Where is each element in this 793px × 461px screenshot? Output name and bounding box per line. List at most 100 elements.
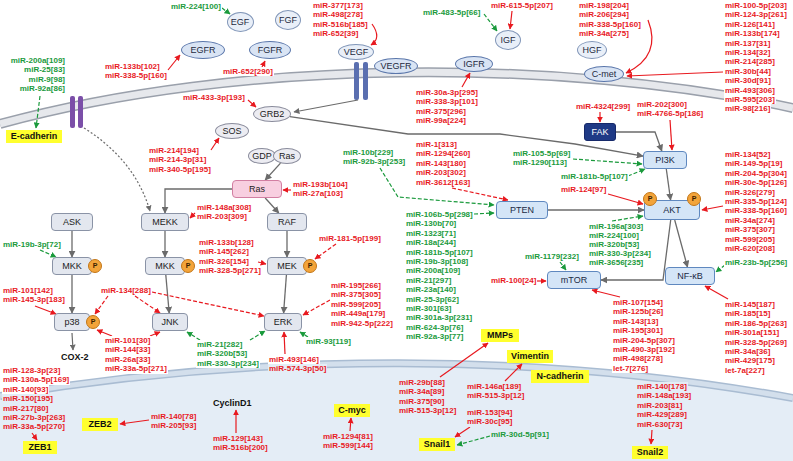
phospho-circle: P (88, 259, 102, 273)
mirna-label: miR-652[290] (222, 67, 274, 76)
mirna-label: miR-203[302] (415, 168, 467, 177)
mirna-label: miR-124-3p[261] (724, 10, 788, 19)
phospho-circle-text: P (91, 317, 96, 327)
receptor-oval: VEGFR (374, 58, 418, 74)
mirna-label: miR-126[141] (724, 20, 776, 29)
inhibition-arrow (592, 290, 620, 297)
mirna-label: miR-19b-3p[72] (2, 240, 62, 249)
mirna-label: miR-328-5p[269] (724, 338, 788, 347)
mirna-label: miR-1294[81] (322, 432, 374, 441)
phospho-circle: P (687, 192, 701, 206)
cell-membrane (0, 72, 793, 124)
ligand-circle: HGF (577, 41, 607, 59)
activation-arrow (612, 216, 643, 221)
inhibition-arrow (651, 430, 652, 444)
mirna-label: miR-195[266] (330, 281, 382, 290)
activation-arrow (628, 169, 645, 176)
highlight-label: C-myc (334, 404, 370, 417)
inhibition-arrow (248, 100, 256, 107)
mirna-label: miR-100-5p[203] (724, 1, 788, 10)
mirna-label: miR-375[305] (330, 290, 382, 299)
mirna-label: miR-30e-5p[126] (724, 178, 788, 187)
mirna-label: miR-515-3p[12] (466, 391, 525, 400)
mirna-label: miR-10b[229] (342, 148, 394, 157)
mirna-label: miR-498[278] (612, 354, 664, 363)
inhibition-arrow (462, 73, 470, 87)
kinase-box: MKK (52, 257, 92, 275)
mirna-label: miR-214[285] (724, 57, 776, 66)
mirna-label: miR-148a[193] (636, 391, 692, 400)
inhibition-arrow (350, 418, 351, 431)
pathway-arrow (666, 169, 670, 200)
mirna-label: miR-630[73] (636, 420, 683, 429)
mirna-label: miR-101[142] (2, 286, 54, 295)
mirna-label: miR-338-5p[160] (724, 206, 788, 215)
inhibition-arrow (510, 11, 512, 29)
mirna-label: miR-21[297] (405, 276, 452, 285)
mirna-label: miR-99a[224] (415, 116, 467, 125)
mirna-label: miR-145[262] (198, 247, 250, 256)
adaptor-oval-text: Ras (279, 151, 295, 161)
adaptor-oval: Ras (273, 148, 301, 164)
receptor-oval-text: VEGFR (380, 61, 411, 71)
mirna-label: miR-124[97] (560, 185, 607, 194)
inhibition-arrow (371, 24, 377, 45)
activation-arrow (250, 331, 265, 340)
mirna-label: miR-429[289] (636, 410, 688, 419)
receptor-oval: EGFR (181, 41, 225, 59)
inhibition-arrow (190, 213, 195, 218)
highlight-label: MMPs (481, 329, 519, 342)
inhibition-arrow (505, 364, 522, 381)
gene-label: CyclinD1 (212, 398, 253, 408)
mirna-label: miR-338-5p[160] (104, 71, 168, 80)
pathway-box-text: PTEN (510, 205, 534, 215)
inhibition-arrow (258, 262, 266, 264)
mirna-label: miR-30b[44] (724, 67, 772, 76)
ligand-circle-text: VEGF (344, 47, 369, 57)
phospho-circle-text: P (93, 261, 98, 271)
mirna-label: miR-33a-5p[271] (104, 364, 168, 373)
highlight-label-text: Vimentin (511, 351, 549, 361)
highlight-label: N-cadherin (531, 370, 589, 383)
mirna-label: miR-26a[33] (104, 355, 151, 364)
mirna-label: miR-193b[104] (292, 180, 349, 189)
phospho-circle: P (86, 315, 100, 329)
activation-arrow (573, 159, 642, 164)
highlight-label: ZEB2 (82, 418, 118, 431)
inhibition-arrow (440, 343, 488, 377)
mirna-label: miR-330-3p[234] (588, 249, 652, 258)
mirna-label: miR-130b[70] (405, 219, 457, 228)
highlight-label-text: E-cadherin (11, 131, 58, 141)
highlight-label-text: Snail2 (637, 447, 664, 457)
mirna-label: miR-4324[299] (575, 102, 631, 111)
pathway-arrow (286, 231, 287, 257)
mirna-label: miR-196a[303] (588, 222, 644, 231)
nucleus (0, 363, 793, 461)
mirna-label: miR-34a[275] (578, 29, 630, 38)
pathway-arrow (675, 220, 688, 267)
mirna-label: miR-21[282] (196, 340, 243, 349)
inhibition-arrow-dashed (452, 188, 508, 200)
mirna-label: miR-328-5p[271] (198, 266, 262, 275)
mirna-label: miR-377[173] (312, 1, 364, 10)
mirna-label: miR-338-5p[160] (578, 20, 642, 29)
activation-arrow (36, 8, 725, 445)
mirna-label: miR-652[39] (312, 29, 359, 38)
kinase-box-text: MKK (155, 261, 175, 271)
receptor-oval-text: C-met (592, 69, 617, 79)
pathway-arrow (71, 231, 72, 257)
mirna-label: miR-30d-5p[91] (490, 430, 550, 439)
mirna-label: miR-449a[179] (330, 309, 386, 318)
pathway-arrow (166, 275, 169, 313)
mirna-label: miR-150[195] (2, 394, 54, 403)
inhibition-arrow (705, 286, 728, 299)
receptor-oval-text: FGFR (258, 45, 283, 55)
cadherin-symbol (78, 96, 83, 128)
fak-box: FAK (584, 123, 616, 141)
mirna-label: miR-143[13] (612, 317, 659, 326)
signal-arrow (72, 100, 358, 350)
highlight-label-text: ZEB1 (28, 442, 51, 452)
mirna-label: miR-30a-3p[295] (415, 88, 479, 97)
receptor-symbol (354, 62, 359, 100)
ligand-circle: VEGF (338, 44, 374, 60)
